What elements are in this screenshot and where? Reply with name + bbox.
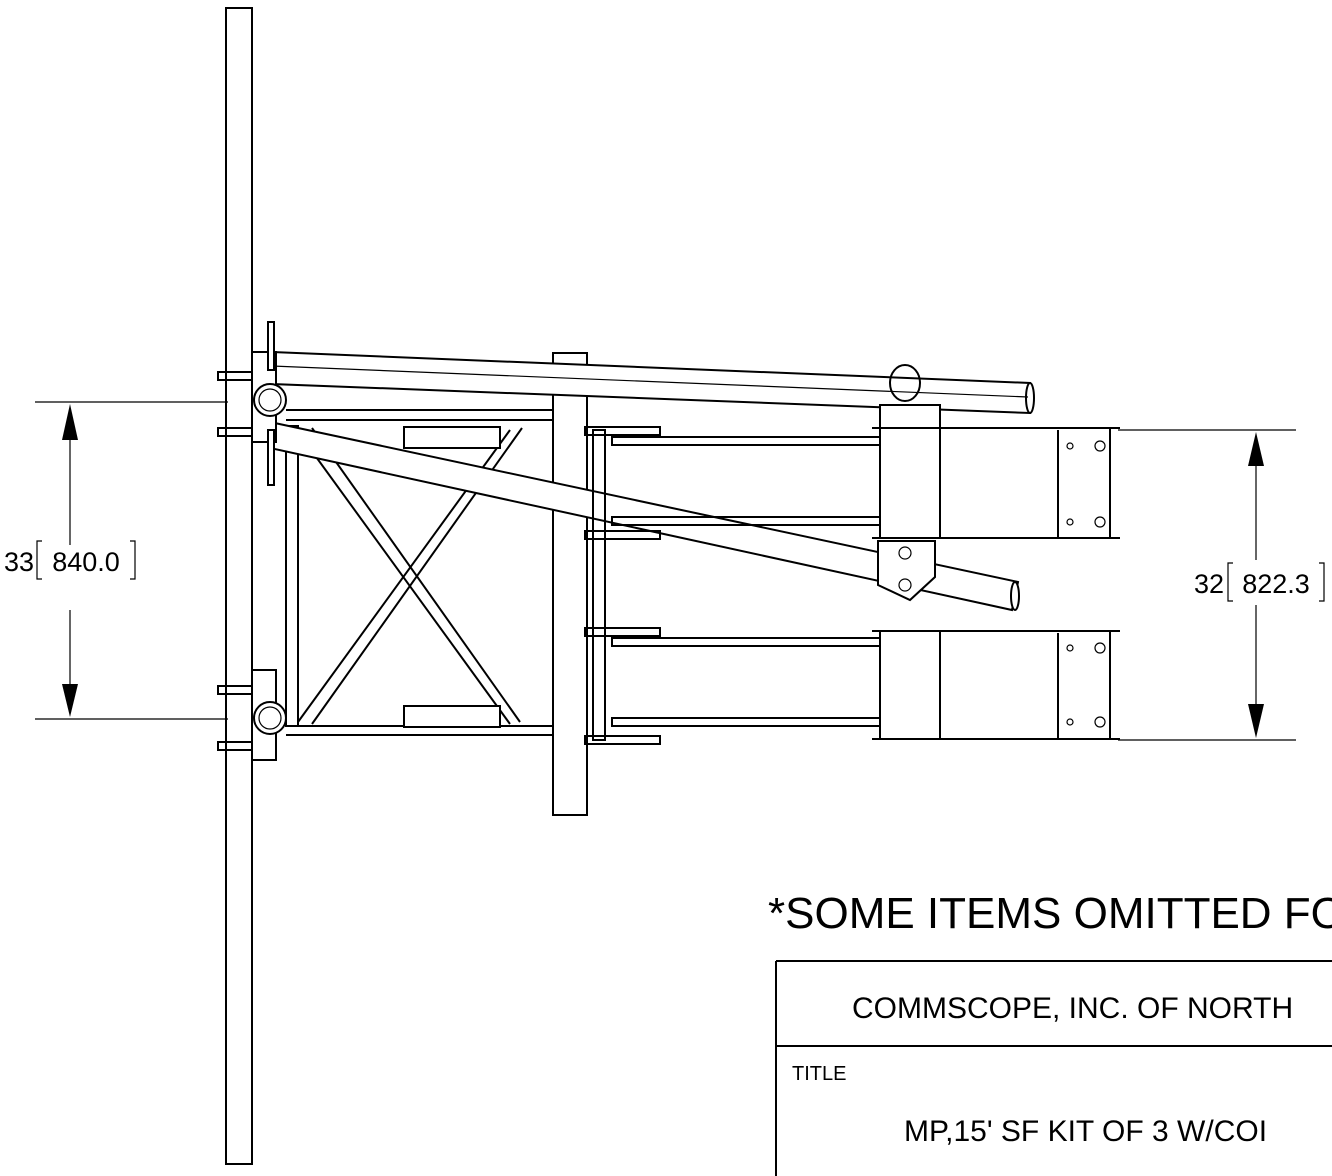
standoff-rods: [584, 426, 881, 745]
main-pole: [225, 7, 253, 1165]
pipe-brackets: [877, 364, 941, 602]
dimension-right-value: 32: [1194, 569, 1224, 599]
pole-clamps: [217, 321, 287, 761]
dimension-left-metric: 840.0: [52, 547, 120, 577]
center-pipe: [552, 352, 588, 816]
omitted-items-note: *SOME ITEMS OMITTED FO: [768, 889, 1332, 938]
dimension-right-metric: 822.3: [1242, 569, 1310, 599]
title-block: COMMSCOPE, INC. OF NORTH TITLE MP,15' SF…: [775, 960, 1332, 1176]
frame: [285, 409, 553, 736]
top-pipe: [271, 350, 1035, 415]
dimension-left: 33 840.0: [4, 401, 228, 720]
title-label: TITLE: [792, 1063, 846, 1085]
drawing-title: MP,15' SF KIT OF 3 W/COI: [904, 1115, 1267, 1148]
dimension-left-value: 33: [4, 547, 34, 577]
dimension-right: 32 822.3: [1118, 429, 1325, 741]
company-name: COMMSCOPE, INC. OF NORTH: [852, 992, 1293, 1025]
